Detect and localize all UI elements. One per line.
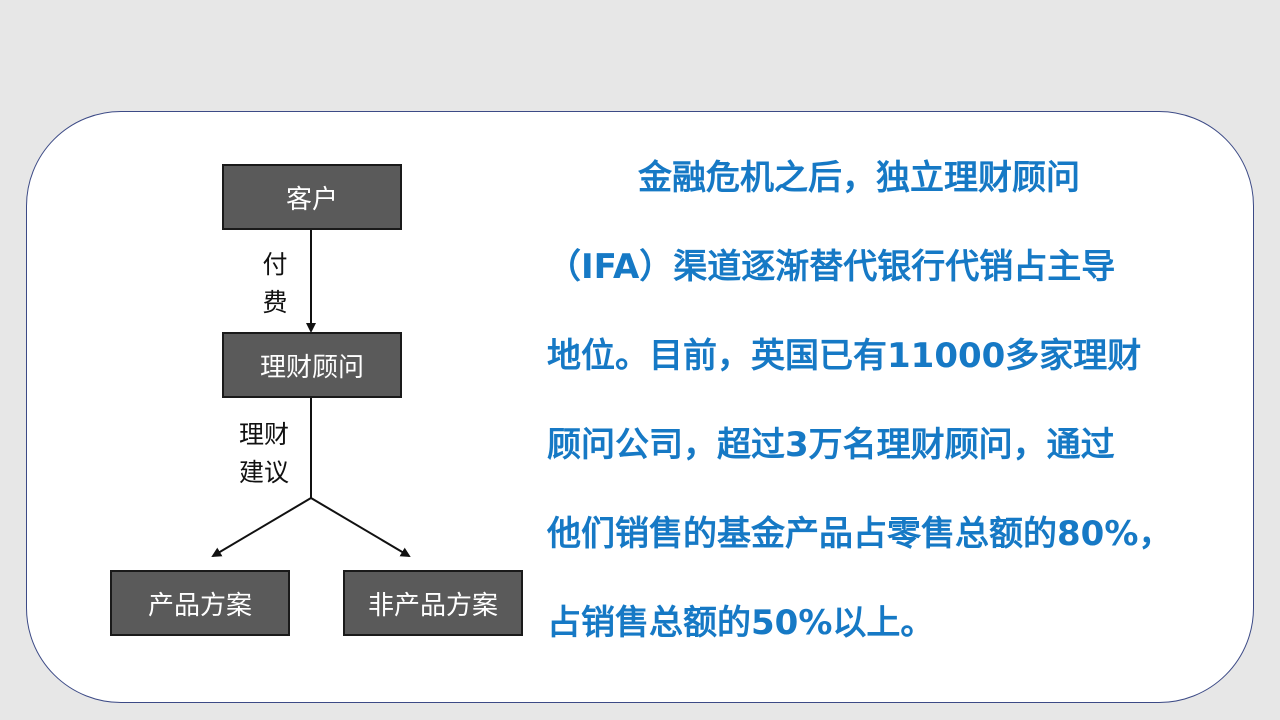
arrow-split-to-non-product: [310, 497, 411, 558]
text-line-5: 他们销售的基金产品占零售总额的80%，: [547, 514, 1173, 554]
edge-label-advice: 理财 建议: [232, 416, 296, 492]
node-product-plan: 产品方案: [110, 570, 290, 636]
arrow-split-to-product: [211, 497, 312, 558]
edge-label-advice-line2: 建议: [238, 458, 289, 487]
node-advisor: 理财顾问: [222, 332, 402, 398]
edge-label-advice-line1: 理财: [238, 420, 289, 449]
node-non-product-plan: 非产品方案: [343, 570, 523, 636]
node-client: 客户: [222, 164, 402, 230]
edge-label-pay-line1: 付: [262, 250, 288, 279]
content-card: 客户 付 费 理财顾问 理财 建议 产品方案 非产品方案 金融危机之后，独立理财…: [26, 111, 1254, 703]
text-line-1: 金融危机之后，独立理财顾问: [638, 158, 1080, 198]
flow-diagram: 客户 付 费 理财顾问 理财 建议 产品方案 非产品方案: [27, 112, 1253, 702]
text-line-4: 顾问公司，超过3万名理财顾问，通过: [547, 425, 1115, 465]
description-text: 金融危机之后，独立理财顾问 （IFA）渠道逐渐替代银行代销占主导 地位。目前，英…: [547, 134, 1217, 668]
edge-label-pay-line2: 费: [262, 288, 288, 317]
text-line-6: 占销售总额的50%以上。: [547, 603, 935, 643]
text-line-3: 地位。目前，英国已有11000多家理财: [547, 336, 1142, 376]
diagram-arrows: [211, 230, 411, 558]
edge-label-pay: 付 费: [255, 246, 295, 322]
text-line-2: （IFA）渠道逐渐替代银行代销占主导: [547, 247, 1116, 287]
